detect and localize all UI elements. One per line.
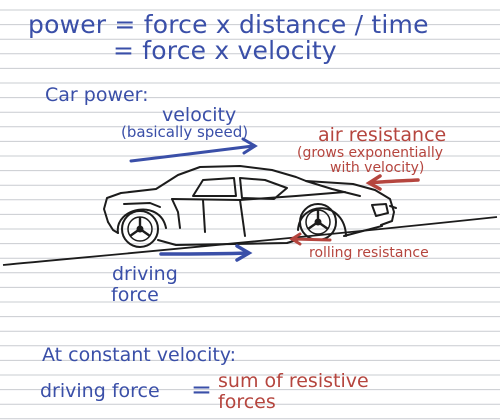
air-resistance-arrow: [365, 174, 420, 191]
velocity-label: velocity: [162, 104, 237, 126]
rolling-resistance-label: rolling resistance: [309, 245, 429, 261]
car-sketch: [103, 165, 397, 246]
front-wheel: [299, 203, 337, 241]
air-resistance-note-2: with velocity): [330, 160, 425, 176]
rolling-resistance-arrow: [289, 232, 332, 246]
rear-wheel: [121, 210, 159, 248]
power-velocity-equation: = force x velocity: [113, 36, 337, 65]
conclusion-rhs-1: sum of resistive: [218, 370, 369, 392]
section-label: Car power:: [45, 84, 149, 106]
driving-force-label-2: force: [111, 284, 159, 306]
power-equation: power = force x distance / time: [28, 10, 429, 39]
driving-force-label-1: driving: [112, 263, 178, 285]
conclusion-equals: =: [191, 375, 213, 404]
driving-force-arrow: [159, 244, 253, 262]
velocity-note: (basically speed): [121, 123, 249, 141]
conclusion-heading: At constant velocity:: [42, 344, 237, 366]
conclusion-rhs-2: forces: [218, 391, 276, 413]
air-resistance-note-1: (grows exponentially: [297, 145, 444, 161]
conclusion-lhs: driving force: [40, 380, 160, 402]
velocity-arrow: [129, 137, 258, 163]
air-resistance-label: air resistance: [318, 124, 447, 146]
